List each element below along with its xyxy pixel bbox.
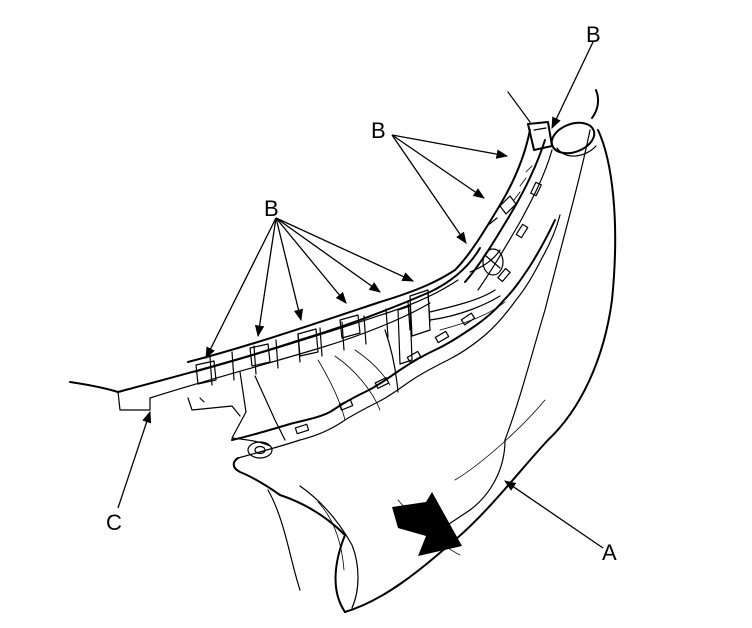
leader-lines bbox=[117, 41, 604, 549]
lower-flange bbox=[231, 181, 561, 459]
callout-a: A bbox=[602, 540, 617, 565]
callout-c: C bbox=[106, 510, 122, 535]
callout-b-diagonal: B bbox=[371, 118, 386, 143]
direction-arrow bbox=[392, 492, 462, 556]
bumper-cover bbox=[232, 89, 617, 613]
callout-b-corner: B bbox=[586, 22, 601, 47]
callout-b-rail: B bbox=[264, 196, 279, 221]
upper-bracket bbox=[69, 121, 553, 447]
